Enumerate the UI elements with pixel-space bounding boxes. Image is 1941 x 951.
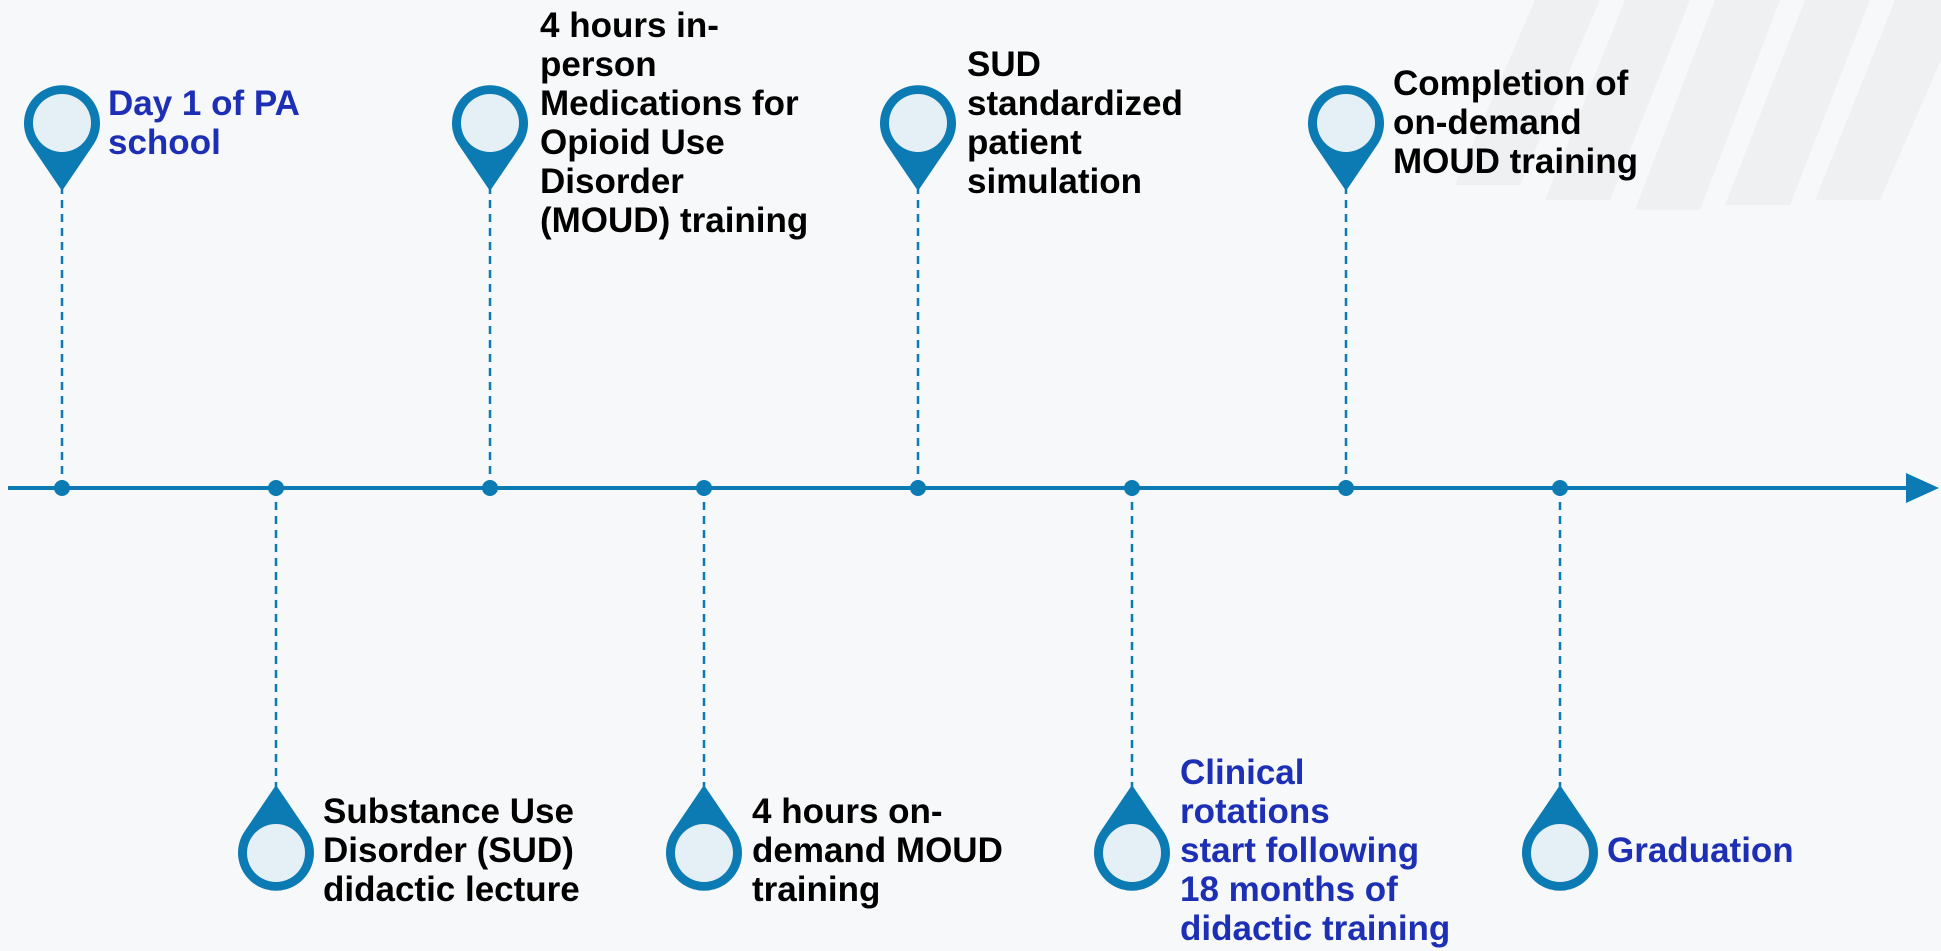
timeline-dot — [1552, 480, 1568, 496]
event-label-graduation: Graduation — [1607, 831, 1794, 870]
map-pin-center — [247, 824, 305, 882]
map-pin-center — [33, 94, 91, 152]
map-pin-center — [1531, 824, 1589, 882]
decorative-stripes — [1455, 0, 1941, 210]
event-label-day-1: Day 1 of PA school — [108, 84, 300, 162]
event-label-moud-ondemand: 4 hours on- demand MOUD training — [752, 792, 1003, 909]
map-pin-center — [889, 94, 947, 152]
event-marker-moud-ondemand — [666, 480, 742, 891]
event-marker-sud-simulation — [879, 85, 956, 496]
event-label-sud-lecture: Substance Use Disorder (SUD) didactic le… — [323, 792, 580, 909]
event-label-moud-inperson: 4 hours in- person Medications for Opioi… — [540, 6, 809, 240]
timeline-dot — [268, 480, 284, 496]
event-marker-moud-inperson — [451, 85, 528, 496]
event-marker-moud-completion — [1308, 85, 1384, 496]
timeline-dot — [482, 480, 498, 496]
map-pin-center — [1317, 94, 1375, 152]
event-marker-graduation — [1522, 480, 1598, 891]
map-pin-center — [675, 824, 733, 882]
event-marker-clinical-rotations — [1094, 480, 1171, 891]
map-pin-center — [1103, 824, 1161, 882]
event-label-sud-simulation: SUD standardized patient simulation — [967, 45, 1183, 201]
map-pin-center — [461, 94, 519, 152]
event-marker-day-1 — [24, 85, 101, 496]
timeline-dot — [1338, 480, 1354, 496]
event-marker-sud-lecture — [238, 480, 314, 891]
timeline-dot — [696, 480, 712, 496]
timeline-dot — [1124, 480, 1140, 496]
timeline-dot — [910, 480, 926, 496]
event-label-moud-completion: Completion of on-demand MOUD training — [1393, 64, 1638, 181]
event-label-clinical-rotations: Clinical rotations start following 18 mo… — [1180, 753, 1451, 948]
timeline-dot — [54, 480, 70, 496]
timeline-arrowhead — [1906, 473, 1939, 503]
